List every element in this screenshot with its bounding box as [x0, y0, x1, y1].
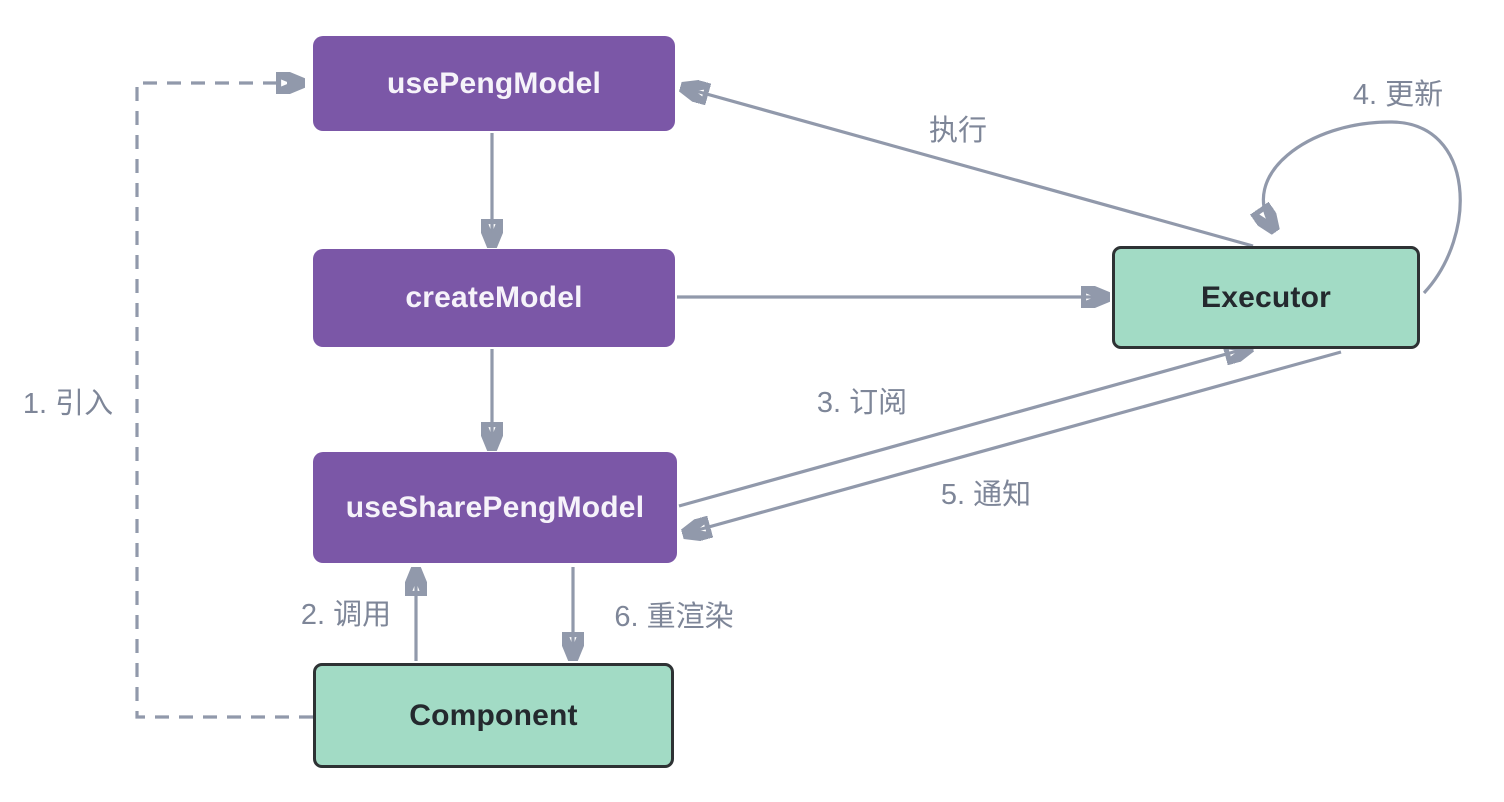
edge-label-rerender: 6. 重渲染 — [614, 601, 734, 633]
edge-notify-arrow — [687, 350, 1342, 533]
node-create-model: createModel — [313, 249, 675, 347]
edge-import-arrow — [135, 83, 313, 719]
edge-label-notify: 5. 通知 — [940, 479, 1032, 511]
edge-label-call: 2. 调用 — [300, 599, 392, 631]
edge-label-subscribe: 3. 订阅 — [816, 387, 908, 419]
edge-label-import: 1. 引入 — [22, 388, 114, 420]
node-executor: Executor — [1112, 246, 1420, 349]
edge-update-loop-arrow — [1263, 120, 1462, 295]
node-component: Component — [313, 663, 674, 768]
edge-execute-arrow — [685, 88, 1254, 248]
node-use-peng-model: usePengModel — [313, 36, 675, 131]
edge-subscribe-arrow — [678, 348, 1248, 508]
edge-label-execute: 执行 — [928, 115, 988, 147]
edge-label-update: 4. 更新 — [1352, 79, 1444, 111]
node-use-share-peng-model: useSharePengModel — [313, 452, 677, 563]
